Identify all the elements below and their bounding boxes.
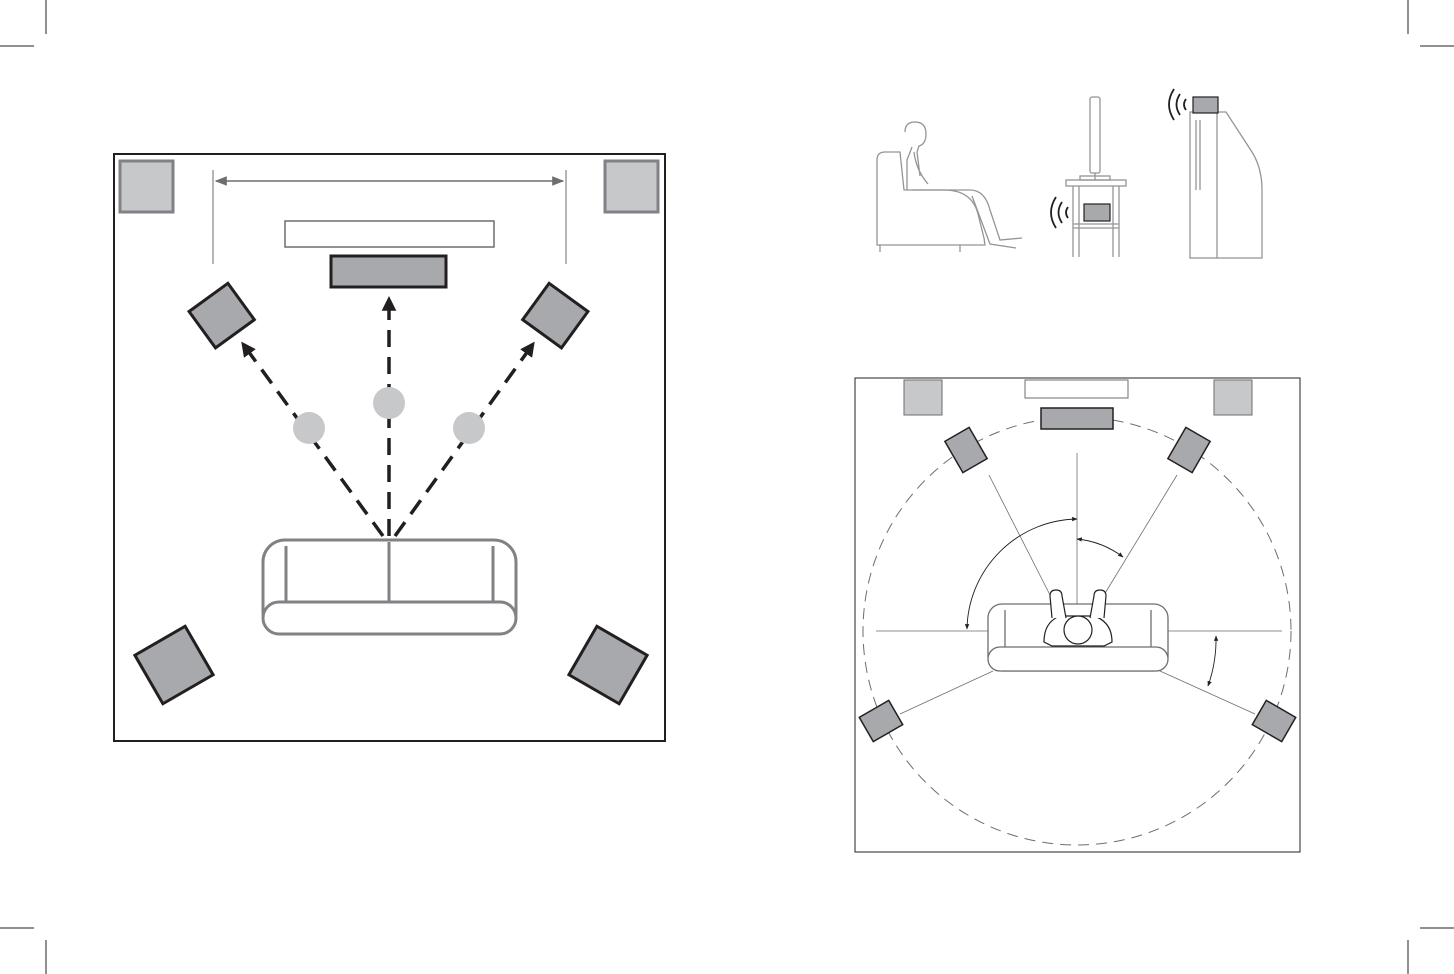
front-left-speaker (189, 283, 254, 348)
speaker-angle-layout (855, 378, 1300, 852)
marker-center (373, 387, 405, 419)
subwoofer-left (120, 161, 173, 212)
shelf-speaker-sound-icon (1051, 197, 1068, 228)
center-speaker (331, 256, 446, 287)
tv-panel (1090, 97, 1100, 173)
five-point-one-layout (114, 154, 665, 741)
surround-right-speaker-2 (1252, 700, 1295, 741)
subwoofer-right (605, 161, 658, 212)
angle-arc-small (1077, 539, 1123, 557)
tv-stand-group (1066, 97, 1126, 257)
tv-screen (285, 221, 494, 247)
cabinet-group (1190, 112, 1262, 258)
cabinet-speaker-sound-icon (1169, 89, 1186, 120)
angle-arc-rear (1208, 636, 1216, 686)
marker-left (293, 412, 325, 444)
surround-right-speaker (569, 626, 647, 703)
person-body (907, 147, 928, 190)
person-head (905, 122, 926, 152)
front-right-speaker (523, 283, 588, 348)
tv-table-top (1066, 180, 1126, 186)
marker-right (453, 412, 485, 444)
speaker-height-side-view (877, 89, 1262, 258)
front-left-speaker-2 (945, 427, 987, 472)
listener-armchair (877, 122, 1022, 252)
listener-head (1064, 616, 1092, 644)
surround-left-speaker (135, 626, 213, 703)
tv-screen-2 (1025, 380, 1128, 398)
shelf-speaker (1084, 204, 1110, 221)
sofa (263, 540, 516, 634)
cabinet-speaker (1193, 97, 1218, 113)
front-right-speaker-2 (1168, 427, 1210, 472)
subwoofer-right-2 (1214, 380, 1252, 415)
sofa-seat (263, 602, 516, 634)
listener-top-view (1044, 590, 1112, 646)
center-speaker-2 (1041, 408, 1113, 429)
angle-guide-lines (876, 453, 1282, 714)
subwoofer-left-2 (904, 380, 942, 415)
surround-left-speaker-2 (859, 700, 902, 741)
